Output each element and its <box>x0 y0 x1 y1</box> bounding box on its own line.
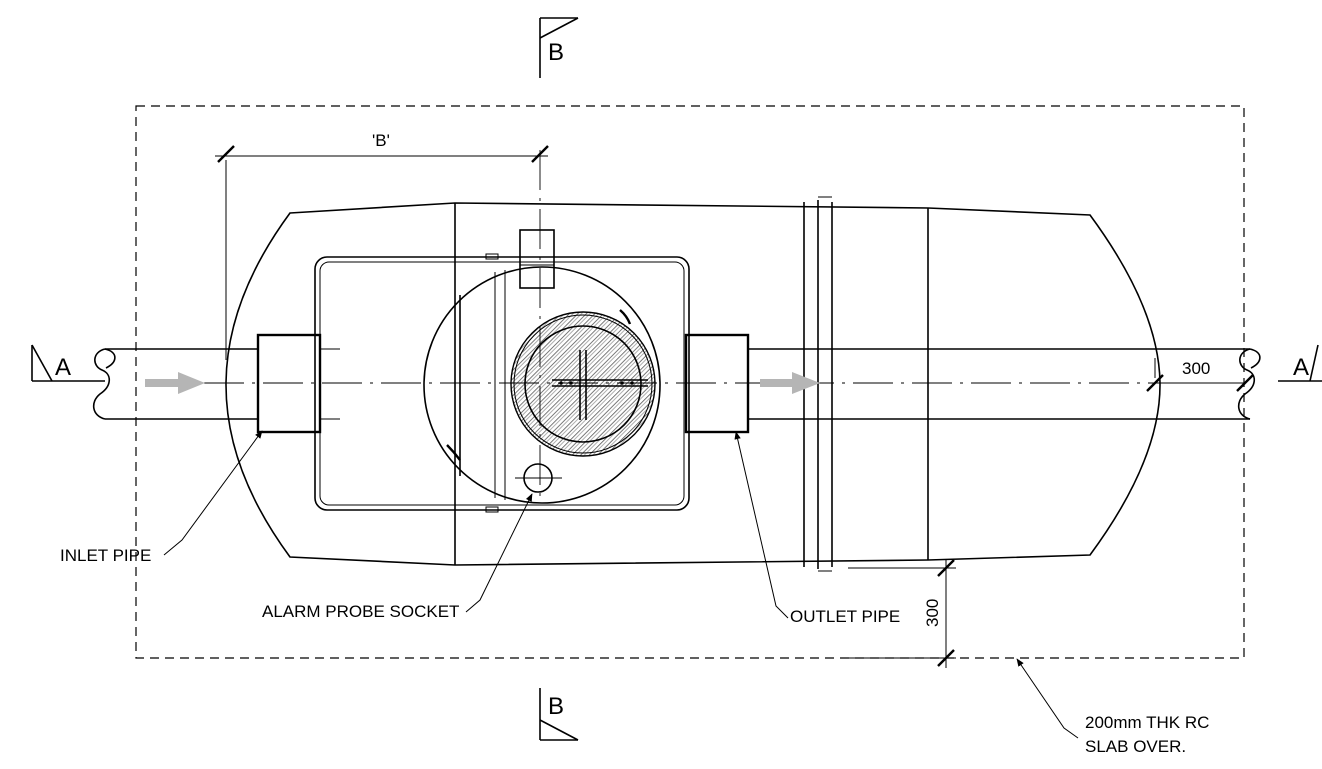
leader-slab: 200mm THK RC SLAB OVER. <box>1016 658 1209 756</box>
slab-outline <box>135 105 1245 659</box>
access-chamber <box>314 229 690 513</box>
dimension-b-label: 'B' <box>372 131 390 150</box>
through-pipe <box>92 333 1261 434</box>
dimension-300-bottom-label: 300 <box>923 599 942 627</box>
leader-inlet-pipe: INLET PIPE <box>60 430 263 565</box>
section-a-left-label: A <box>55 354 71 381</box>
dimension-300-right: 300 <box>1146 358 1254 392</box>
flow-arrow-outlet <box>760 372 820 394</box>
flow-arrow-inlet <box>145 372 205 394</box>
section-b-bottom-marker: B <box>539 688 579 741</box>
slab-label-line2: SLAB OVER. <box>1085 737 1186 756</box>
section-b-bottom-label: B <box>548 693 564 720</box>
alarm-probe-socket-label: ALARM PROBE SOCKET <box>262 602 459 621</box>
inlet-pipe-label: INLET PIPE <box>60 546 151 565</box>
tank-body <box>225 196 1161 572</box>
leader-outlet-pipe: OUTLET PIPE <box>734 431 900 626</box>
section-a-right-label: A <box>1293 354 1309 381</box>
slab-label-line1: 200mm THK RC <box>1085 713 1209 732</box>
section-a-right-marker: A <box>1278 344 1322 382</box>
leader-alarm-probe-socket: ALARM PROBE SOCKET <box>262 493 533 621</box>
dimension-300-bottom: 300 <box>848 559 956 668</box>
dimension-300-right-label: 300 <box>1182 359 1210 378</box>
section-b-top-label: B <box>548 39 564 66</box>
outlet-pipe-label: OUTLET PIPE <box>790 607 900 626</box>
section-a-left-marker: A <box>31 344 105 382</box>
dimension-b: 'B' <box>215 131 549 360</box>
section-b-top-marker: B <box>539 17 579 78</box>
